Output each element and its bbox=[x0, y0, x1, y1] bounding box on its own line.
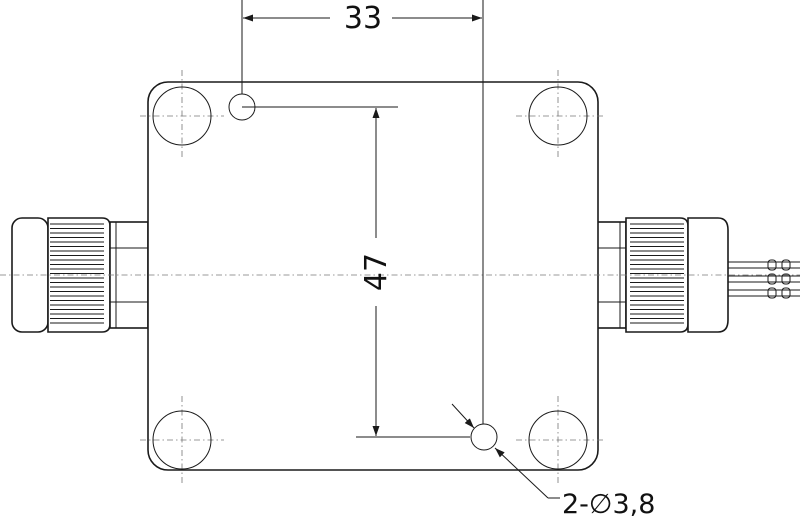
right-gland-knurl bbox=[630, 223, 684, 324]
cable-wires bbox=[728, 259, 800, 299]
corner-boss-top-right bbox=[528, 86, 588, 146]
left-gland-knurl bbox=[50, 223, 104, 324]
corner-boss-top-left bbox=[152, 86, 212, 146]
enclosure-body bbox=[147, 81, 599, 471]
hole-diameter-note: 2-∅3,8 bbox=[562, 489, 655, 520]
dimension-vertical-label: 47 bbox=[359, 253, 394, 291]
corner-boss-bottom-right bbox=[528, 410, 588, 470]
mounting-hole-bottom bbox=[470, 423, 498, 451]
left-cable-gland bbox=[11, 217, 149, 333]
dimension-horizontal-label: 33 bbox=[344, 1, 382, 36]
corner-boss-bottom-left bbox=[152, 410, 212, 470]
hole-leader-arrow-top bbox=[451, 403, 475, 429]
hole-leader-line bbox=[494, 447, 549, 499]
